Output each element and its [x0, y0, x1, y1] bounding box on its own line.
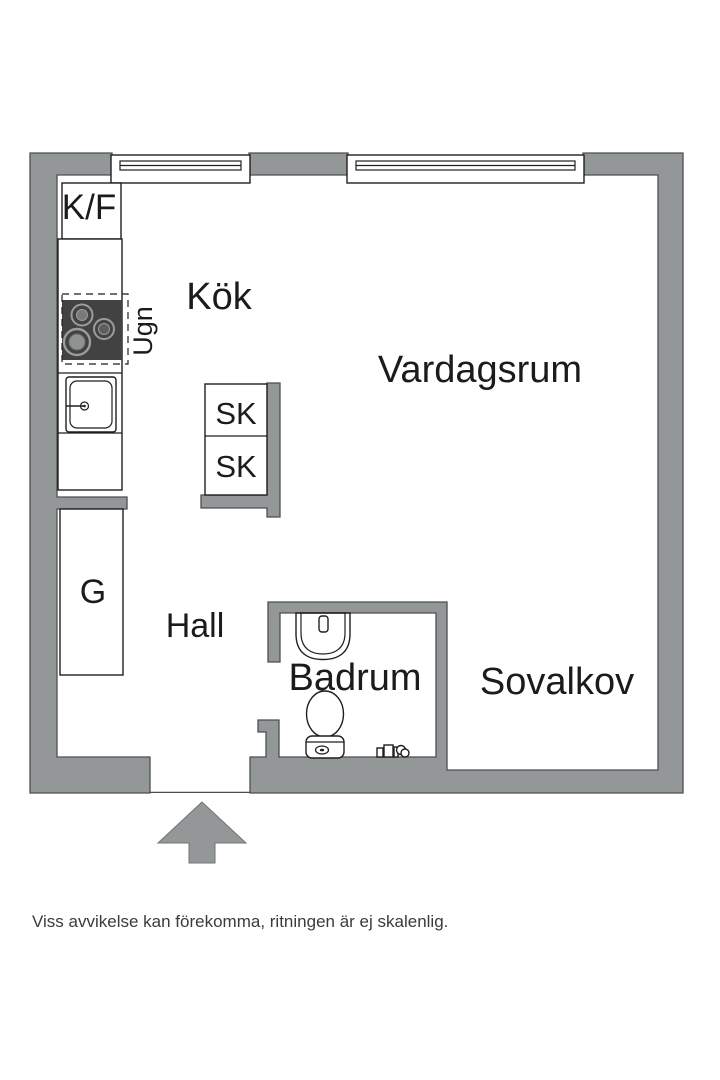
- label-fridge-freezer: K/F: [62, 188, 116, 227]
- label-living-room: Vardagsrum: [378, 349, 582, 391]
- label-kitchen: Kök: [186, 276, 252, 318]
- entrance-arrow-icon: [156, 801, 248, 864]
- burner-icon: [70, 303, 94, 327]
- wall-left-run: [29, 152, 151, 794]
- burner-icon: [62, 327, 92, 357]
- burner-icon: [93, 318, 115, 340]
- label-sleeping-alcove: Sovalkov: [480, 661, 634, 703]
- oven-dashed-outline: [61, 293, 129, 365]
- label-cabinet-lower: SK: [215, 449, 257, 484]
- wardrobe-box: [59, 508, 124, 676]
- window-2-icon: [346, 154, 585, 184]
- stove-icon: [61, 293, 129, 365]
- wall-right-run-and-bathroom: [249, 152, 684, 794]
- window-1-icon: [110, 154, 251, 184]
- label-bathroom: Badrum: [288, 657, 421, 699]
- washer-valve-icon: [376, 744, 410, 758]
- basin-tap-icon: [318, 615, 329, 633]
- sk-cabinet-box: [204, 383, 268, 496]
- toilet-icon: [305, 690, 345, 759]
- kitchen-sink-icon: [65, 376, 117, 433]
- label-oven: Ugn: [128, 306, 158, 356]
- faucet-icon: [66, 401, 90, 411]
- label-cabinet-upper: SK: [215, 396, 257, 431]
- wall-between-windows: [248, 152, 349, 176]
- label-hall: Hall: [166, 607, 225, 645]
- label-wardrobe: G: [80, 573, 106, 611]
- disclaimer-text: Viss avvikelse kan förekomma, ritningen …: [32, 912, 449, 931]
- washbasin-icon: [295, 612, 351, 661]
